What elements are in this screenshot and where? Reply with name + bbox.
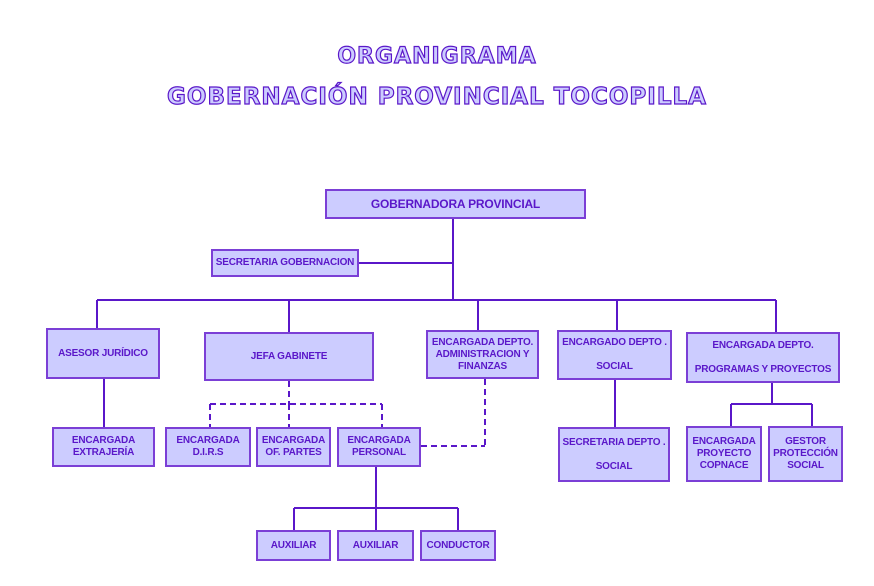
node-encargada-personal: ENCARGADA PERSONAL <box>337 427 421 467</box>
node-secretaria-social: SECRETARIA DEPTO . SOCIAL <box>558 427 670 482</box>
node-conductor: CONDUCTOR <box>420 530 496 561</box>
node-asesor-juridico: ASESOR JURÍDICO <box>46 328 160 379</box>
node-jefa-gabinete: JEFA GABINETE <box>204 332 374 381</box>
node-gestor-proteccion: GESTOR PROTECCIÓN SOCIAL <box>768 426 843 482</box>
node-encargada-copnace: ENCARGADA PROYECTO COPNACE <box>686 426 762 482</box>
node-encargada-administracion: ENCARGADA DEPTO. ADMINISTRACION Y FINANZ… <box>426 330 539 379</box>
node-auxiliar-2: AUXILIAR <box>337 530 414 561</box>
chart-subtitle: GOBERNACIÓN PROVINCIAL TOCOPILLA <box>166 83 707 110</box>
node-encargada-dirs: ENCARGADA D.I.R.S <box>165 427 251 467</box>
node-encargada-partes: ENCARGADA OF. PARTES <box>256 427 331 467</box>
node-encargada-extranjeria: ENCARGADA EXTRAJERÍA <box>52 427 155 467</box>
node-encargada-programas: ENCARGADA DEPTO. PROGRAMAS Y PROYECTOS <box>686 332 840 383</box>
node-encargado-social: ENCARGADO DEPTO . SOCIAL <box>557 330 672 380</box>
chart-title: ORGANIGRAMA <box>337 43 537 69</box>
node-auxiliar-1: AUXILIAR <box>256 530 331 561</box>
node-gobernadora-provincial: GOBERNADORA PROVINCIAL <box>325 189 586 219</box>
node-secretaria-gobernacion: SECRETARIA GOBERNACION <box>211 249 359 277</box>
